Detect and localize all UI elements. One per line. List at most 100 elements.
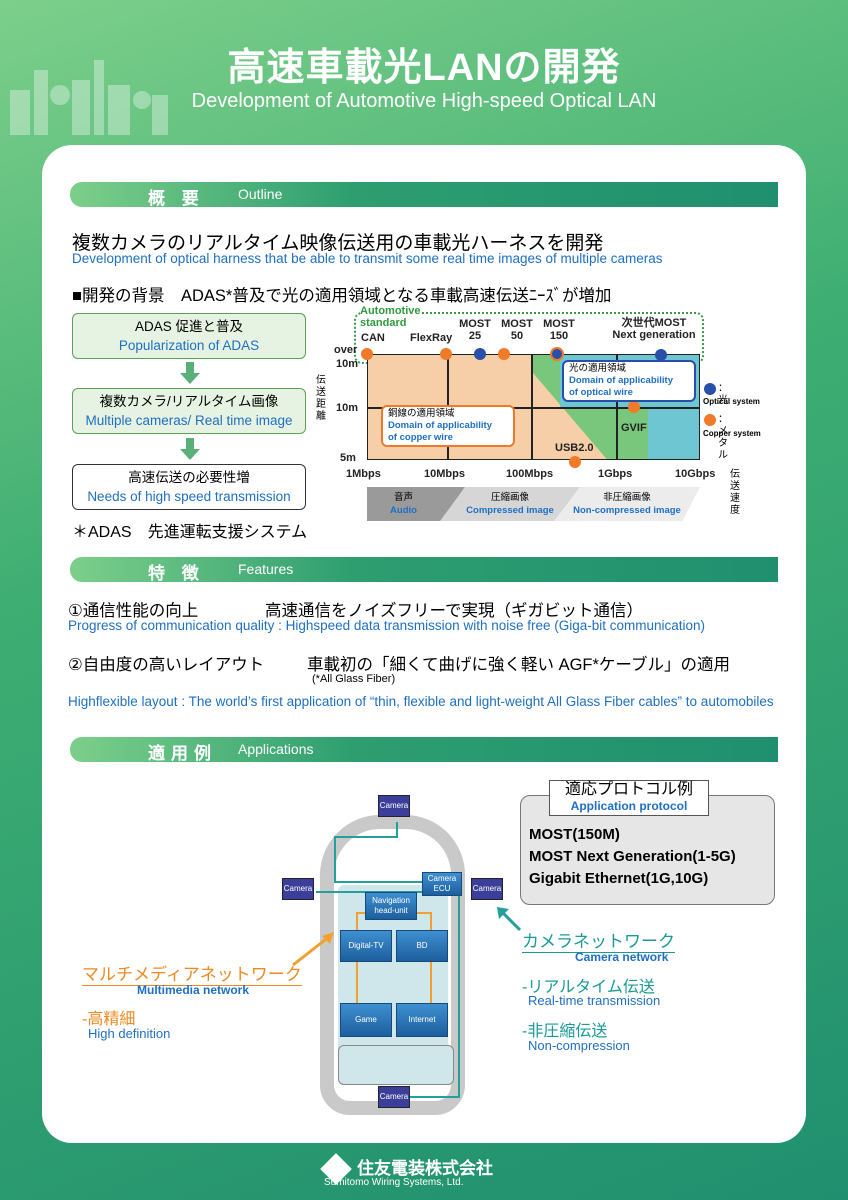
development-background: ■開発の背景 ADAS*普及で光の適用領域となる車載高速伝送ﾆｰｽﾞが増加 (72, 287, 612, 305)
applications-protocols-2: Gigabit Ethernet(1G,10G) (529, 870, 709, 887)
chart-optical-box-en2: of optical wire (569, 387, 633, 398)
applications-jp: 適用例 (148, 744, 217, 763)
can-copper-dot (361, 348, 373, 360)
adas-footnote: ＊ADAS 先進運転支援システム (72, 524, 308, 541)
chart-standards-3-l1: MOST (501, 318, 533, 330)
decoration (133, 91, 151, 109)
protocol-list: MOST(150M)MOST Next Generation(1-5G)Giga… (529, 824, 736, 890)
chart-legend-optical-en: Optical system (703, 397, 760, 406)
non-compression-label: -非圧縮伝送 (522, 1023, 608, 1040)
chart-standards-2-l2: 25 (468, 330, 482, 342)
gvif-copper-dot (628, 401, 640, 413)
chart-x-ticks-1: 10Mbps (424, 468, 465, 480)
decoration (334, 881, 422, 883)
outline-flow-1-jp: 複数カメラ/リアルタイム画像 (99, 394, 279, 409)
optical-region-bottom (648, 407, 699, 459)
most50-copper-dot (498, 348, 510, 360)
chart-copper-box-en1: Domain of applicability (388, 420, 492, 431)
feature-2-en: Highflexible layout : The world’s first … (68, 694, 774, 709)
chart-bands-2-en: Non-compressed image (573, 505, 681, 516)
decoration (50, 85, 70, 105)
chart-legend-optical-jp: ：光 (718, 383, 728, 406)
camera-network-label: カメラネットワーク (522, 927, 675, 953)
outline-jp: 概 要 (148, 189, 205, 208)
outline-flow-0-en: Popularization of ADAS (118, 338, 260, 353)
applications-protocol-title-jp: 適応プロトコル例 (564, 781, 693, 798)
high-definition-en: High definition (88, 1026, 171, 1041)
legend-copper-icon (704, 414, 716, 426)
chart-x-ticks-0: 1Mbps (346, 468, 381, 480)
page-title: 高速車載光LANの開発 (227, 47, 621, 89)
city-skyline-decoration (10, 60, 168, 135)
feature-2-desc: 車載初の「細くて曲げに強く軽い AGF*ケーブル」の適用 (307, 656, 730, 674)
decoration (356, 912, 358, 1012)
feature-2-title: ②自由度の高いレイアウト (68, 656, 265, 674)
chart-standards-4-l2: 150 (549, 330, 569, 342)
chart-bands-0-en: Audio (390, 505, 417, 516)
legend-optical-icon (704, 383, 716, 395)
flow-box-adas: ADAS 促進と普及 Popularization of ADAS (72, 313, 306, 359)
chart-x-ticks-2: 100Mbps (506, 468, 554, 480)
chart-optical-box-en1: Domain of applicability (569, 375, 673, 386)
navigation-head-unit: Navigation head-unit (365, 892, 417, 920)
decoration (10, 90, 30, 135)
chart-bands-1-jp: 圧縮画像 (490, 492, 529, 503)
outline-flow-2-en: Needs of high speed transmission (87, 489, 291, 504)
chart-standards-2-l1: MOST (459, 318, 491, 330)
non-compression-en: Non-compression (528, 1038, 630, 1053)
chart-y-ticks-0: over (334, 344, 358, 356)
bd-player: BD (396, 930, 448, 962)
decoration (10, 60, 168, 135)
feature-1-title: ①通信性能の向上 (68, 602, 199, 620)
digital-tv: Digital-TV (340, 930, 392, 962)
decoration (72, 80, 90, 135)
chart-copper-box-jp: 銅線の適用領域 (388, 408, 455, 419)
usb-copper-dot (569, 456, 581, 468)
game: Game (340, 1003, 392, 1037)
chart-standards-1-l2: FlexRay (410, 332, 453, 344)
decoration (34, 70, 48, 135)
high-definition-label: -高精細 (82, 1011, 136, 1028)
chart-y-ticks-2: 伝送距離 (316, 375, 326, 422)
decoration (334, 836, 336, 882)
outline-flow-0-jp: ADAS 促進と普及 (134, 319, 243, 334)
multimedia-network-en: Multimedia network (137, 983, 250, 997)
decoration (152, 95, 168, 135)
page-subtitle: Development of Automotive High-speed Opt… (191, 90, 657, 112)
chart-standards-5-l2: Next generation (612, 329, 696, 341)
features-en: Features (238, 561, 294, 577)
camera-left: Camera (282, 878, 314, 900)
chart-optical-box-jp: 光の適用領域 (569, 363, 627, 374)
chart-x-ticks-4: 10Gbps (675, 468, 716, 480)
chart-y-ticks-3: 10m (336, 402, 359, 414)
agf-footnote: (*All Glass Fiber) (312, 673, 396, 685)
outline-headline: 複数カメラのリアルタイム映像伝送用の車載光ハーネスを開発 (72, 233, 604, 254)
chart-y-ticks-4: 5m (340, 452, 356, 464)
chart-y-ticks-1: 10m (336, 358, 359, 370)
outline-headline-en: Development of optical harness that be a… (72, 251, 663, 266)
camera-right: Camera (471, 878, 503, 900)
feature-1-desc: 高速通信をノイズフリーで実現（ギガビット通信） (265, 602, 644, 620)
automotive-standard-label: Automotive standard (360, 305, 421, 329)
chart-x-label: 伝送速度 (730, 469, 740, 516)
realtime-label: -リアルタイム伝送 (522, 979, 655, 996)
chart-legend-copper-jp: ：メタル (718, 414, 728, 461)
chart-usb: USB2.0 (555, 442, 594, 454)
camera-rear: Camera (378, 1086, 410, 1108)
company-name: 住友電装株式会社 (357, 1159, 493, 1178)
chart-legend-copper-en: Copper system (703, 429, 761, 438)
camera-network-en: Camera network (575, 950, 669, 964)
flexray-copper-dot (440, 348, 452, 360)
decoration (499, 909, 522, 932)
